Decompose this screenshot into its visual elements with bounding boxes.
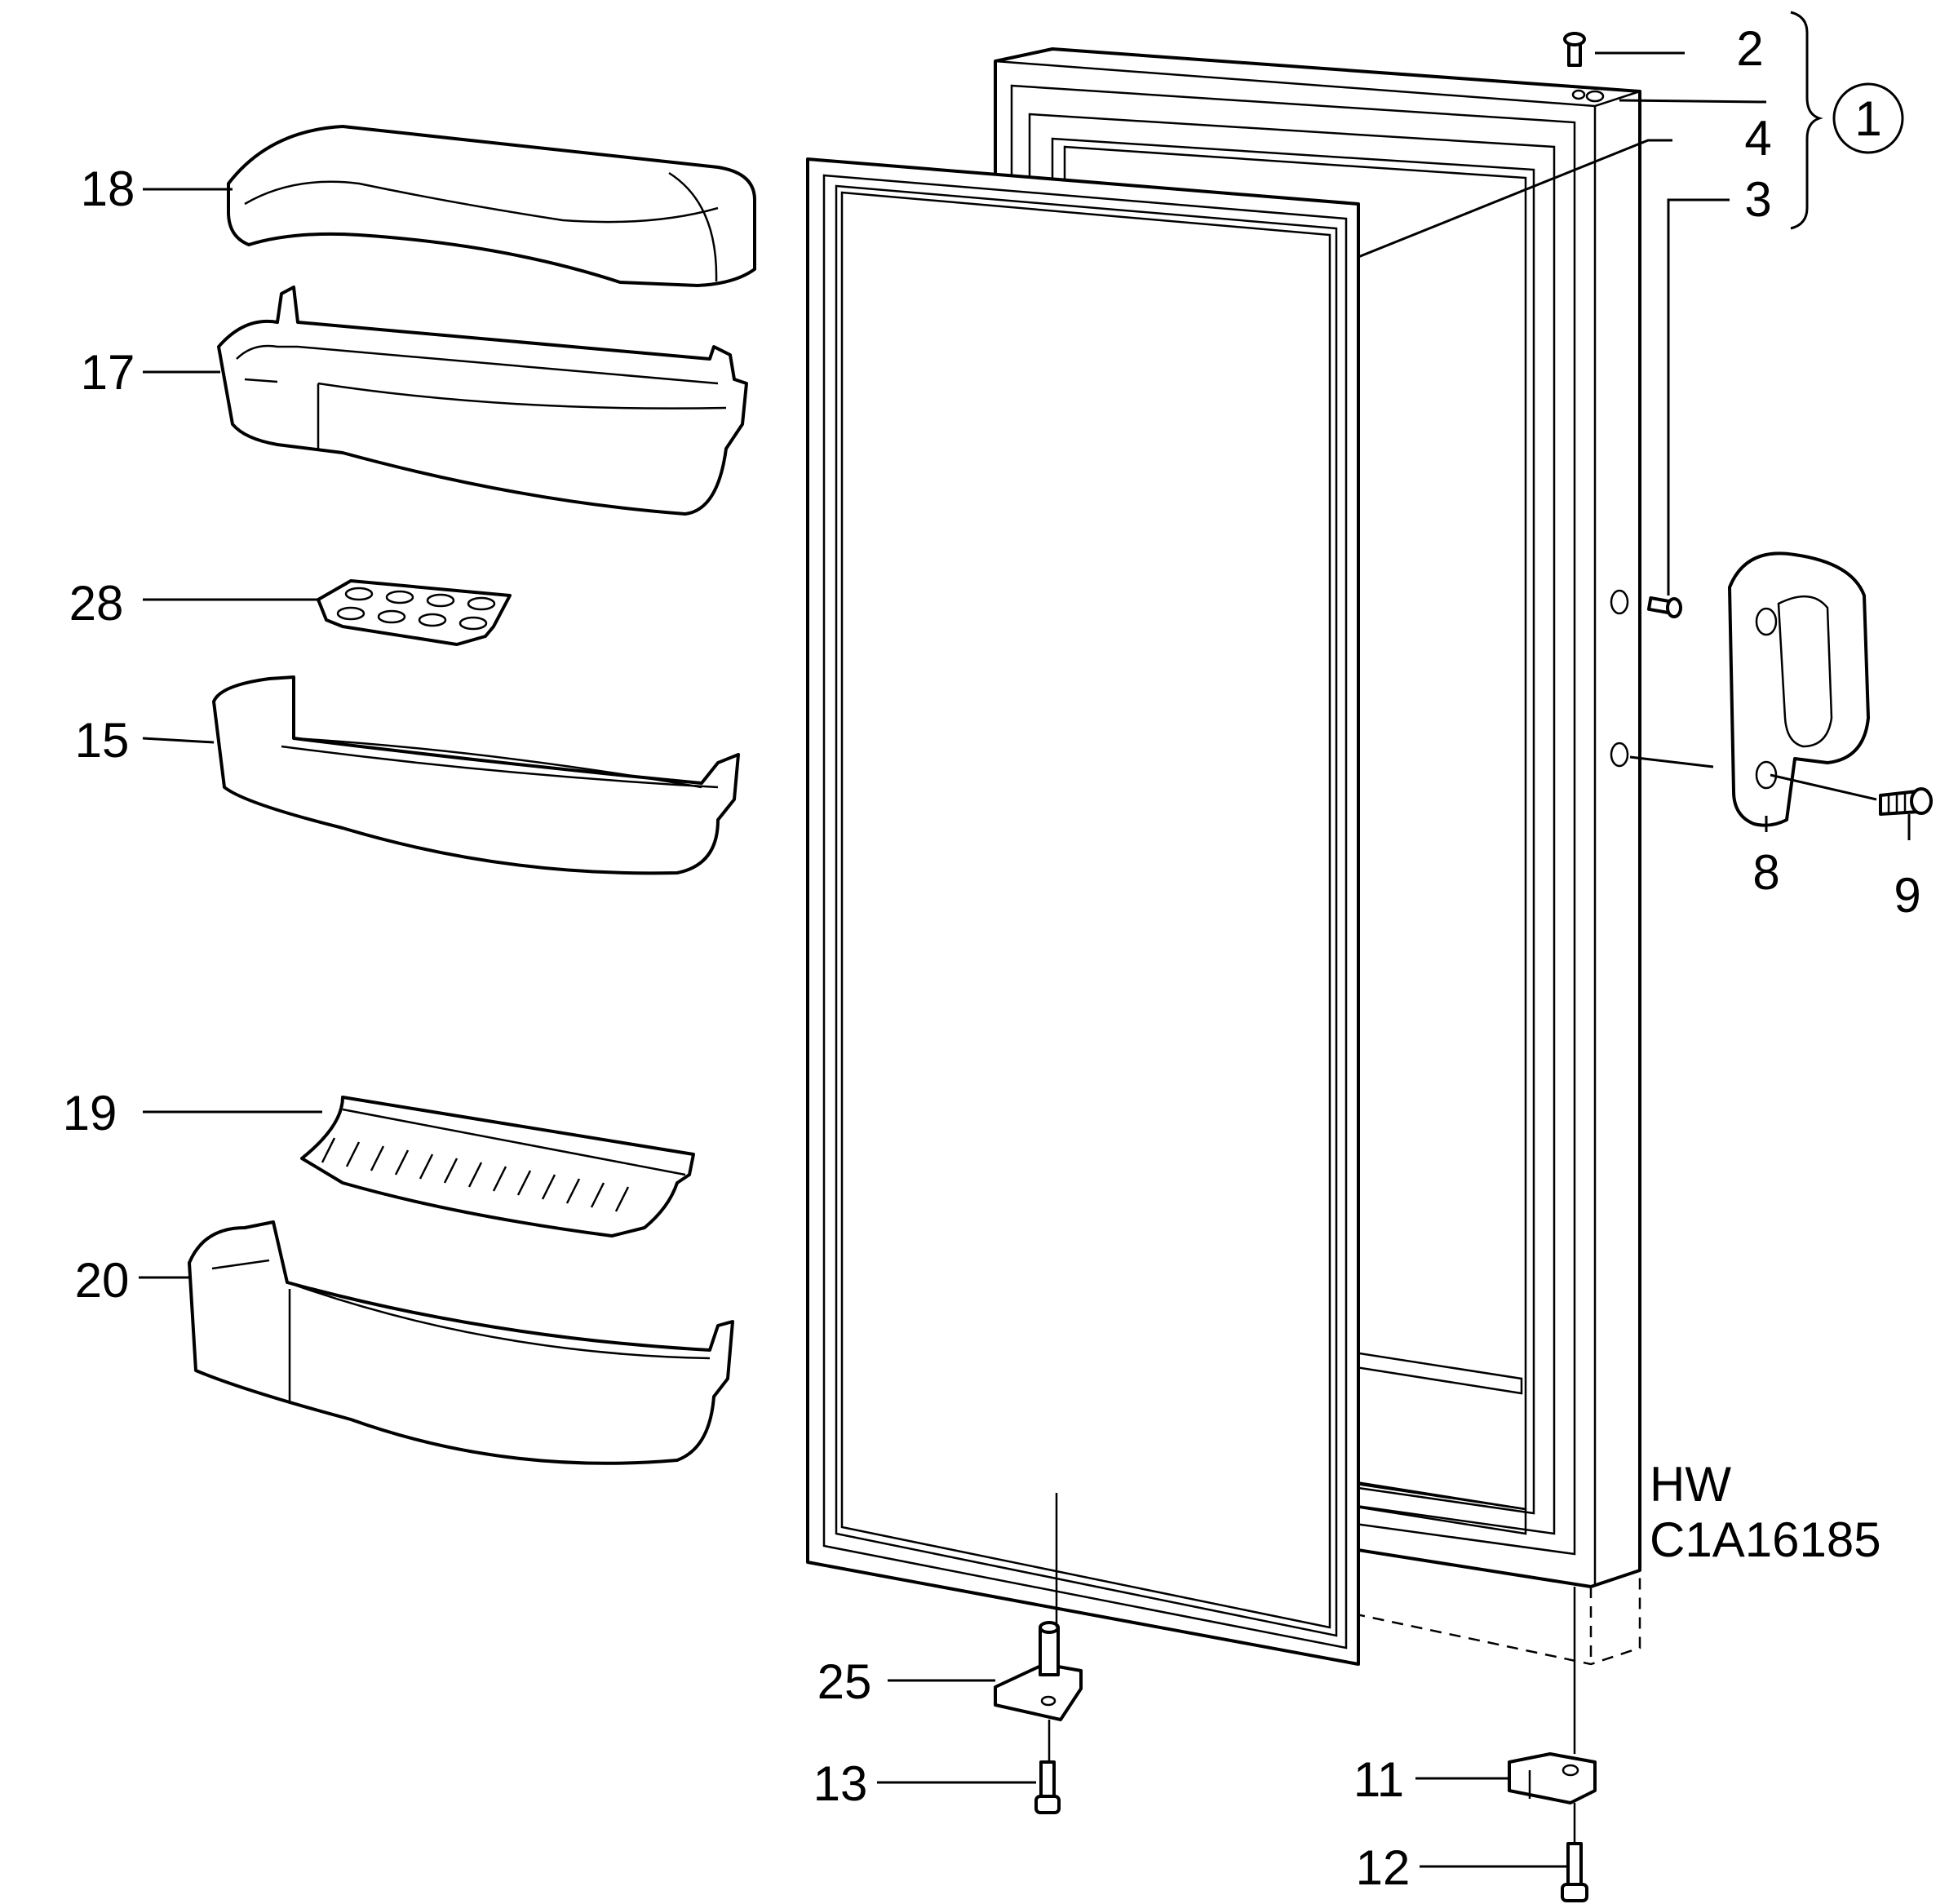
- door-gasket: [806, 157, 1360, 1666]
- shelf-20-bin: [188, 1220, 734, 1465]
- label-17: 17: [81, 345, 135, 400]
- drawing-code-line1: HW: [1650, 1457, 1731, 1512]
- shelf-18-cover: [227, 125, 756, 287]
- label-25: 25: [817, 1654, 872, 1709]
- screw-2: [1563, 32, 1586, 67]
- hinge-25: [994, 1621, 1083, 1721]
- screw-3: [1646, 596, 1682, 618]
- door-handle-8: [1728, 551, 1870, 827]
- egg-tray-28: [317, 579, 512, 646]
- shelf-15-bin: [212, 675, 740, 875]
- label-20: 20: [75, 1253, 130, 1308]
- label-8: 8: [1752, 845, 1779, 900]
- label-9: 9: [1894, 868, 1920, 923]
- part-labels: 1 2 4 3 8 9 18 17 28 15 19 20 25 13 11 1…: [63, 21, 1921, 1895]
- label-18: 18: [81, 162, 135, 216]
- label-4: 4: [1744, 111, 1771, 166]
- label-28: 28: [69, 576, 124, 631]
- label-1: 1: [1854, 91, 1881, 146]
- label-2: 2: [1736, 21, 1763, 76]
- callout-circle-1: [1832, 82, 1904, 154]
- leader-lines: [139, 51, 1911, 1868]
- label-11: 11: [1353, 1752, 1404, 1807]
- label-15: 15: [75, 713, 130, 768]
- hinge-bracket-11: [1508, 1752, 1597, 1804]
- rack-19-finned: [300, 1096, 695, 1238]
- screw-12: [1561, 1842, 1588, 1902]
- screw-13: [1034, 1760, 1061, 1814]
- label-19: 19: [63, 1086, 117, 1140]
- shelf-17-bin: [217, 286, 748, 516]
- label-13: 13: [813, 1756, 868, 1811]
- screw-9: [1879, 787, 1933, 816]
- group-brace: [1790, 11, 1823, 230]
- label-12: 12: [1356, 1840, 1411, 1895]
- drawing-code-line2: C1A16185: [1650, 1512, 1881, 1567]
- label-3: 3: [1744, 172, 1771, 227]
